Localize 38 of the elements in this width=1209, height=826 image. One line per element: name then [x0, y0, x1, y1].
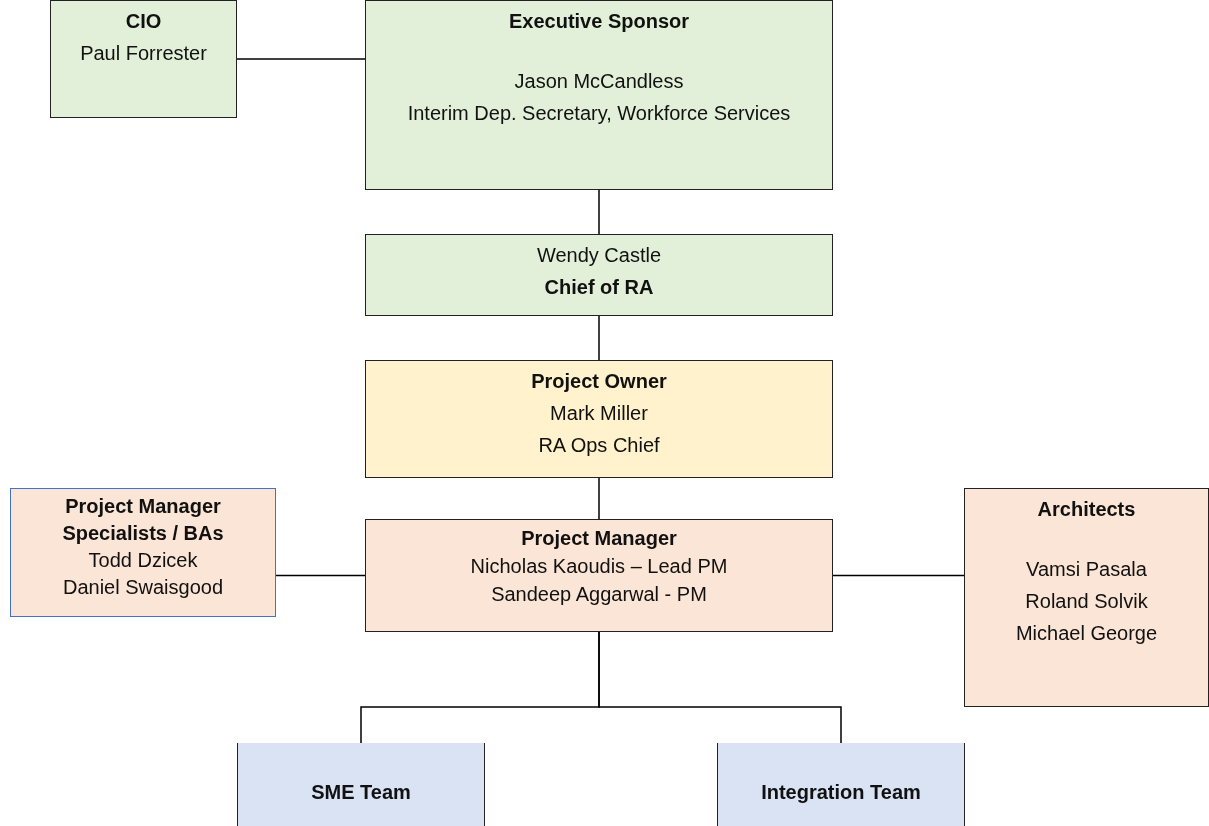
connector-line: [598, 477, 600, 520]
connector-line: [598, 315, 600, 361]
connector-line: [236, 58, 366, 60]
role-box: [10, 488, 276, 617]
person-name: Roland Solvik: [1025, 589, 1148, 614]
person-name: Interim Dep. Secretary, Workforce Services: [407, 101, 791, 126]
role-box: [365, 234, 833, 316]
person-name: Todd Dzicek: [88, 548, 198, 573]
person-name: Chief of RA: [544, 275, 654, 300]
role-box: [365, 360, 833, 478]
connector-line: [275, 574, 366, 577]
role-box: [964, 488, 1209, 707]
person-name: Daniel Swaisgood: [62, 575, 224, 600]
role-title: Project Owner: [531, 369, 667, 394]
person-name: Sandeep Aggarwal - PM: [491, 582, 707, 607]
person-name: Jason McCandless: [514, 69, 684, 94]
role-title: CIO: [125, 9, 162, 34]
person-name: RA Ops Chief: [538, 433, 660, 458]
person-name: Vamsi Pasala: [1026, 557, 1147, 582]
person-name: Mark Miller: [550, 401, 648, 426]
connector-line: [832, 574, 965, 577]
connector-line: [598, 631, 842, 744]
role-title: Project Manager Specialists / BAs: [61, 494, 225, 546]
role-title: Wendy Castle: [536, 243, 662, 268]
role-box: [365, 519, 833, 632]
role-title: Executive Sponsor: [508, 9, 690, 34]
connector-line: [598, 189, 600, 235]
person-name: Michael George: [1015, 621, 1158, 646]
team-box: [717, 743, 965, 826]
role-title: Architects: [1037, 497, 1136, 522]
role-title: SME Team: [311, 780, 411, 805]
role-box: [365, 0, 833, 190]
person-name: Paul Forrester: [80, 41, 207, 66]
role-box: [50, 0, 237, 118]
team-box: [237, 743, 485, 826]
person-name: Nicholas Kaoudis – Lead PM: [470, 554, 728, 579]
role-title: Integration Team: [761, 780, 921, 805]
role-title: Project Manager: [521, 526, 677, 551]
